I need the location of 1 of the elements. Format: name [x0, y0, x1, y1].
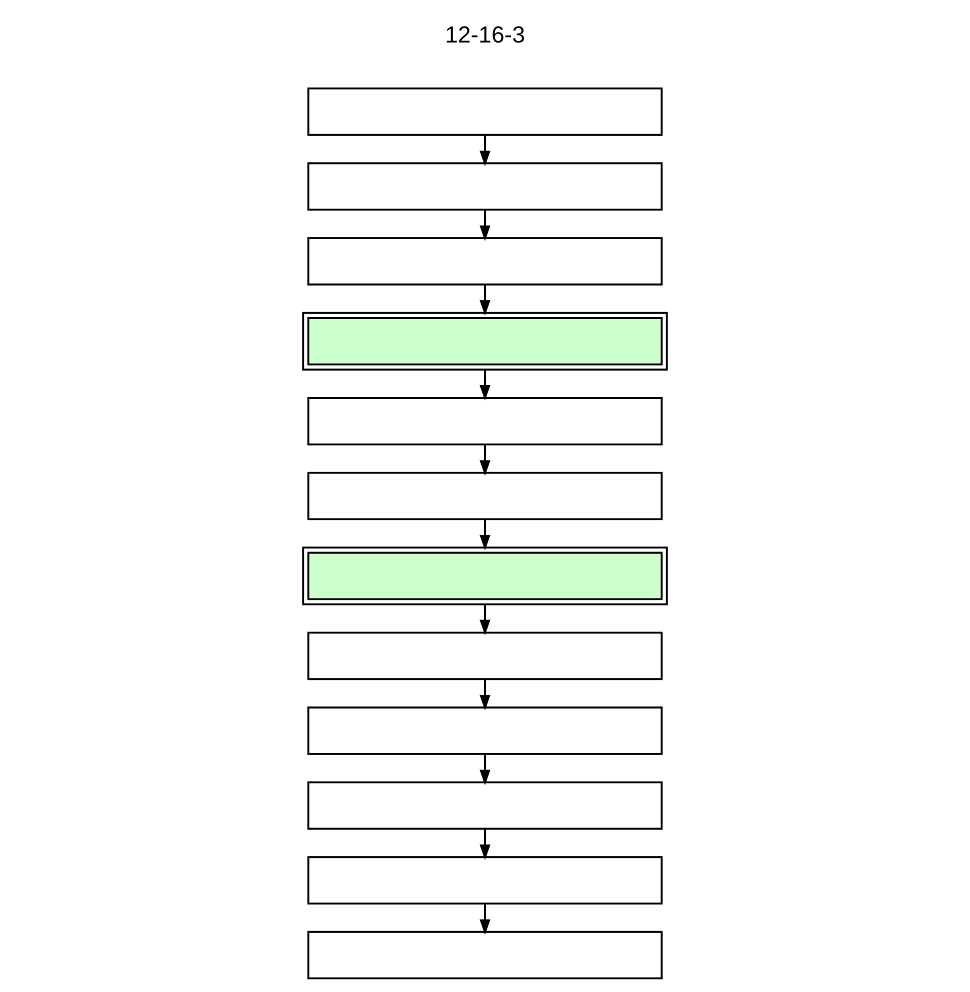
- label: 12-16-3: [445, 22, 525, 48]
